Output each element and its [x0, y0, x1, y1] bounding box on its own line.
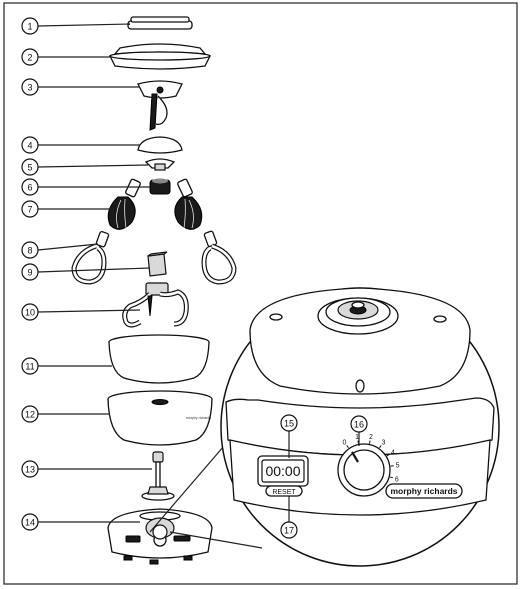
coupler-part — [149, 178, 171, 195]
spindle-part — [141, 451, 175, 501]
callout-number-7: 7 — [27, 205, 32, 215]
adapter-part — [144, 158, 176, 171]
callout-circle-4 — [21, 136, 39, 154]
callout-number-15: 15 — [284, 419, 294, 429]
callout-number-14: 14 — [25, 518, 35, 528]
callout-number-13: 13 — [25, 465, 35, 475]
callout-number-9: 9 — [27, 268, 32, 278]
dough-hooks-part — [122, 282, 189, 328]
drive-cover-part — [137, 136, 183, 154]
bowl-brand-text: morphy richards — [186, 416, 211, 420]
callout-number-11: 11 — [25, 362, 34, 372]
callout-circle-7 — [21, 200, 39, 218]
callout-leader-8 — [37, 243, 99, 251]
callout-number-3: 3 — [27, 83, 32, 93]
callout-number-1: 1 — [27, 22, 32, 32]
whisk-right — [174, 178, 203, 230]
callout-circle-17 — [280, 521, 298, 539]
splash-guard-part — [108, 43, 212, 70]
callout-circle-11 — [21, 357, 39, 375]
callout-circle-3 — [21, 78, 39, 96]
callout-number-2: 2 — [27, 53, 32, 63]
callout-number-5: 5 — [27, 163, 32, 173]
callout-circle-10 — [21, 303, 39, 321]
bowl-part — [108, 334, 210, 384]
dial-tick-2 — [369, 440, 371, 444]
dial-label-5: 5 — [396, 463, 400, 470]
spatula-block-part — [147, 251, 168, 277]
callout-leader-1 — [37, 23, 131, 27]
callout-number-12: 12 — [25, 410, 35, 420]
callout-leader-5 — [37, 164, 149, 168]
timer-display — [261, 459, 305, 483]
callout-circle-15 — [280, 414, 298, 432]
callout-circle-9 — [21, 263, 39, 281]
callout-number-4: 4 — [27, 141, 32, 151]
dial-tick-6 — [389, 476, 394, 479]
lid-part — [127, 16, 193, 30]
whisk-left — [107, 178, 141, 230]
callout-number-8: 8 — [27, 246, 32, 256]
callout-circle-13 — [21, 460, 39, 478]
dial-label-3: 3 — [382, 440, 386, 447]
dial-label-4: 4 — [391, 450, 395, 457]
reset-label: RESET — [272, 489, 296, 496]
callout-circle-14 — [21, 513, 39, 531]
callout-leader-9 — [37, 267, 151, 273]
callout-number-6: 6 — [27, 183, 32, 193]
dial-tick-4 — [386, 453, 390, 457]
beater-right — [201, 230, 237, 285]
hook-attachment-part — [137, 80, 183, 131]
dial-labels: 0 1 2 345 6 — [343, 434, 400, 483]
timer-value: 00:00 — [265, 463, 300, 479]
callout-number-10: 10 — [25, 308, 35, 318]
timer-panel: 00:00 — [257, 455, 309, 487]
callout-leader-10 — [37, 309, 141, 313]
callout-circle-2 — [21, 48, 39, 66]
frame-border — [3, 2, 518, 585]
dial-tick-3 — [379, 445, 382, 449]
dial-label-6: 6 — [395, 476, 399, 483]
outer-bowl-part: morphy richards — [107, 390, 213, 446]
dial-label-0: 0 — [343, 440, 347, 447]
zoom-connector — [149, 431, 263, 549]
speed-dial[interactable] — [337, 443, 391, 497]
brand-text: morphy richards — [390, 486, 457, 496]
brand-plate: morphy richards — [385, 483, 463, 499]
callout-number-16: 16 — [354, 420, 364, 430]
dial-label-1: 1 — [355, 434, 359, 441]
callout-circle-6 — [21, 178, 39, 196]
callout-number-17: 17 — [284, 526, 294, 536]
callout-circle-8 — [21, 241, 39, 259]
beater-left — [71, 230, 110, 285]
callout-circle-5 — [21, 158, 39, 176]
dial-tick-0 — [346, 445, 349, 449]
callout-circle-16 — [350, 415, 368, 433]
reset-button[interactable]: RESET — [265, 485, 303, 497]
dial-label-2: 2 — [369, 434, 373, 441]
callout-circle-12 — [21, 405, 39, 423]
callout-circle-1 — [21, 17, 39, 35]
